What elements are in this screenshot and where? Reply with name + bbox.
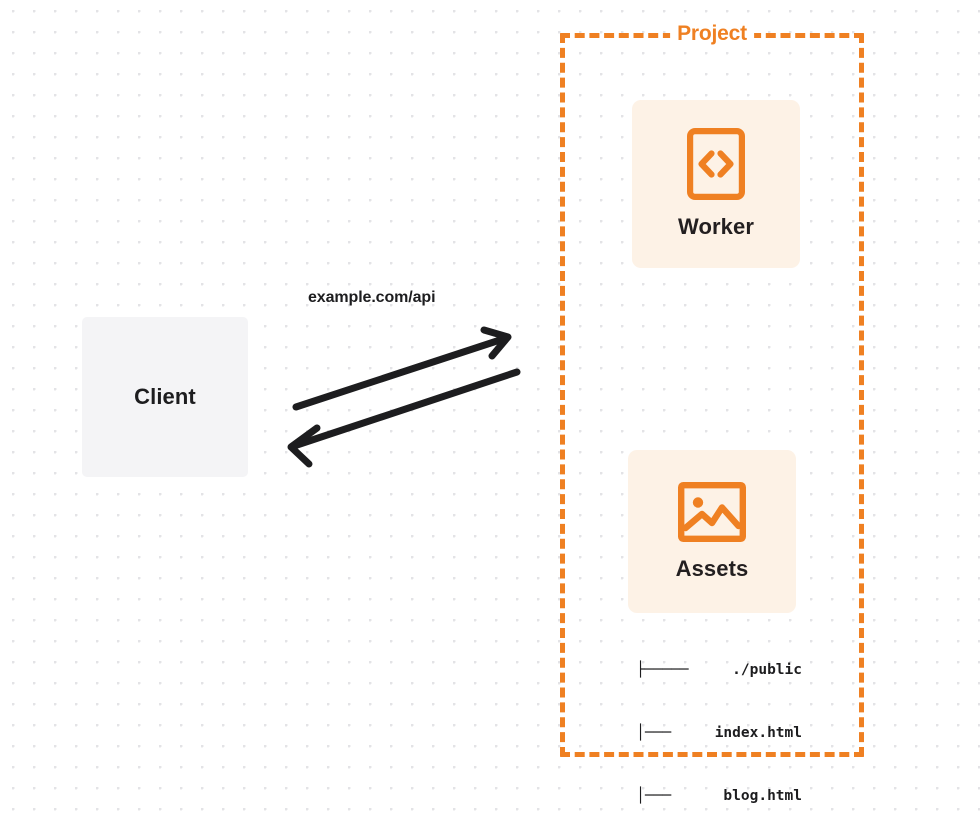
worker-card[interactable]: Worker: [632, 100, 800, 268]
file-tree-row-index: │─── index.html: [636, 725, 802, 741]
client-node-label: Client: [134, 384, 196, 409]
assets-file-tree: ├───── ./public │─── index.html │─── blo…: [600, 618, 802, 818]
code-brackets-icon: [686, 127, 745, 201]
assets-card-label: Assets: [675, 555, 749, 581]
file-tree-row-blog: │─── blog.html: [636, 788, 802, 804]
request-arrow: [292, 326, 512, 411]
client-node[interactable]: Client: [82, 317, 248, 477]
image-picture-icon: [678, 481, 746, 542]
project-title: Project: [670, 22, 754, 46]
assets-card[interactable]: Assets: [628, 450, 796, 613]
worker-card-label: Worker: [678, 214, 754, 239]
response-arrow: [287, 368, 521, 468]
project-boundary: Project: [560, 22, 864, 757]
file-tree-row-root: ├───── ./public: [636, 662, 802, 678]
connection-label: example.com/api: [308, 289, 436, 306]
